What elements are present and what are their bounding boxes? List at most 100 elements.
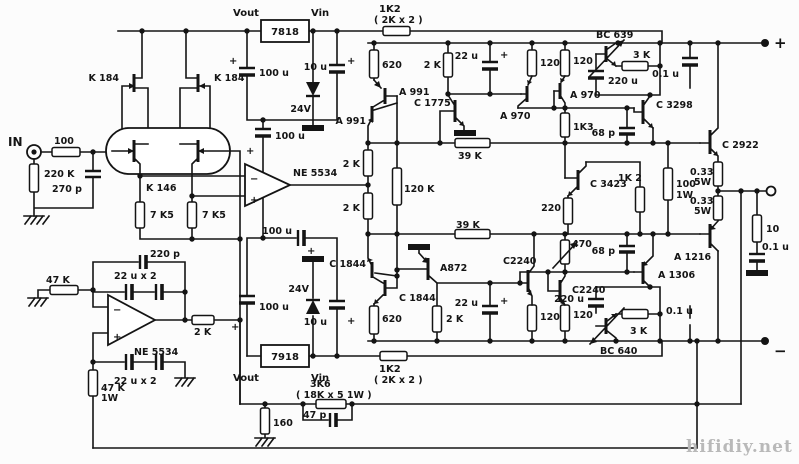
resistor-220 [562,197,574,225]
label-r1k2-top: 1K2 [379,4,401,15]
label-a1306: A 1306 [658,270,695,281]
resistor-120k [391,167,403,206]
opamp1-triangle [244,162,293,208]
bc639-thermal-arrow [588,38,626,78]
label-c3298: C 3298 [656,100,693,111]
positive-regulator [117,19,663,239]
label-c22ux2-a: 22 u x 2 [114,271,157,282]
label-r620-bot: 620 [382,314,402,325]
label-r47k: 47 K [46,275,71,286]
label-r3k-bot: 3 K [630,326,648,337]
label-r220k: 220 K [44,169,75,180]
regulator-7818-box [260,19,310,43]
servo-wires [27,261,241,449]
label-c10u-pos: 10 u [304,62,327,73]
label-r3k6: 3K6 [310,379,331,390]
label-r120k: 120 K [404,184,435,195]
label-vin-neg: Vin [311,373,329,384]
label-c2240-b: C2240 [572,285,606,296]
input-wires [33,151,113,217]
resistor-120-t2 [559,49,571,77]
label-c3423: C 3423 [590,179,627,190]
label-c270p: 270 p [52,184,82,195]
k146-wires [111,143,241,405]
label-r1k2-bot-sub: ( 2K x 2 ) [374,375,423,386]
resistor-10 [751,214,763,243]
opamp1-plus: + [250,195,258,206]
label-r1k2-bot: 1K2 [379,364,401,375]
k184-bodies [132,74,200,92]
cap-plates-a [482,56,698,130]
opamp2-plus: + [113,332,121,343]
cap-plates-d [482,250,635,315]
ground-bar-icon [302,125,324,131]
ground-bar-icon [302,256,324,262]
resistor-100 [51,146,81,158]
resistor-1k2-bias [634,186,646,213]
resistor-2k-fb-bot [362,192,374,220]
label-r1k3: 1K3 [573,122,594,133]
label-k184-left: K 184 [89,73,120,84]
resistor-100-1w [662,167,674,201]
label-r100: 100 [54,136,74,147]
label-r3k-top: 3 K [633,50,651,61]
cap-top-plates [239,63,345,131]
label-c22ux2-b: 22 u x 2 [114,376,157,387]
label-a970-b: A 970 [570,90,601,101]
plus-mark: + [229,56,237,67]
minus-terminal-label: − [774,342,787,360]
label-k146: K 146 [146,183,177,194]
plus-terminal-dot [761,39,769,47]
ground-bar-icon [746,270,768,276]
label-r100w-sub: 1W [676,190,694,201]
label-a1216: A 1216 [674,252,711,263]
label-a872: A872 [440,263,467,274]
resistor-39k-bot [454,228,491,240]
label-c2240-a: C2240 [503,256,537,267]
label-c22u-bot: 22 u [455,298,478,309]
resistor-2k-fb-top [362,149,374,177]
plus-mark: + [500,50,508,61]
label-c220u-bot: 220 u [554,294,584,305]
k184l-gate-arrow-icon [129,83,135,89]
opamp1-minus: − [250,174,258,185]
label-k184-right: K 184 [214,73,245,84]
zener-24v-icon [306,82,320,96]
regulator-7918-box [260,344,310,368]
resistor-120-b1 [526,304,538,332]
servo-stage [27,255,243,449]
label-a970-a: A 970 [500,111,531,122]
label-c1844-b: C 1844 [399,293,436,304]
feedback-network [239,398,742,448]
label-c01u-out: 0.1 u [762,242,789,253]
resistor-2k-servo [191,314,215,326]
label-r033-b: 0.33 [690,196,713,207]
label-c10u-neg: 10 u [304,317,327,328]
label-c100u-d: 100 u [262,226,292,237]
cap-plates-c [482,244,635,308]
resistor-620-top [368,49,380,79]
label-r2k-fb-top: 2 K [343,159,361,170]
label-r39k-top: 39 K [458,151,483,162]
resistor-1k2-top [382,25,411,37]
label-c100u-c: 100 u [259,302,289,313]
label-r1k2-top-sub: ( 2K x 2 ) [374,15,423,26]
opamp2-minus: − [113,305,121,316]
label-vout-pos: Vout [233,8,259,19]
ground-bar-icon [454,130,476,136]
label-r120-t1: 120 [540,58,560,69]
label-c68p-bot: 68 p [592,246,616,257]
plus-mark: + [307,246,315,257]
label-r47k1w: 47 K [101,383,126,394]
label-c220u-top: 220 u [608,76,638,87]
label-a991-b: A 991 [336,116,367,127]
label-r47k1w-sub: 1W [101,393,119,404]
negative-regulator [239,230,345,368]
label-c01u-top: 0.1 u [652,69,679,80]
label-z24-pos: 24V [290,104,311,115]
resistor-7k5-right [186,201,198,229]
tail-wires [139,175,246,240]
label-r120-t2: 120 [573,56,593,67]
label-bc640: BC 640 [600,346,638,357]
